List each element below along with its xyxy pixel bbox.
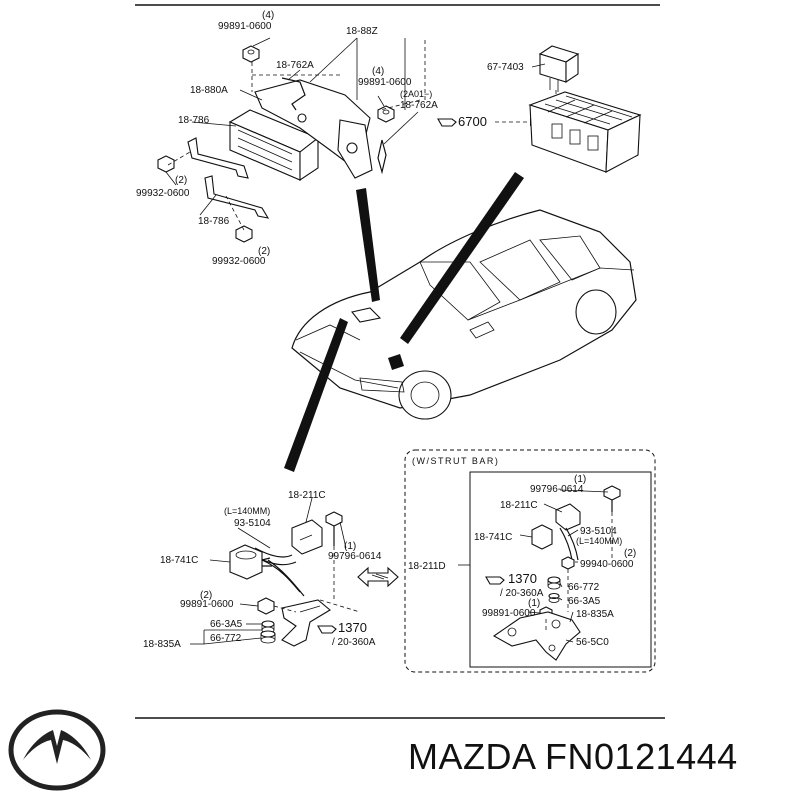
label-r-sensor-211c: 18-211C bbox=[500, 500, 538, 511]
nut-99891-icon bbox=[257, 597, 275, 615]
label-bracket-786: 18-786 bbox=[178, 115, 210, 126]
label-nut-top: 99891-0600 bbox=[218, 21, 272, 32]
pointer-to-relay bbox=[400, 172, 524, 344]
bottom-left-labels: 18-211C (L=140MM) 93-5104 (1) 99796-0614… bbox=[143, 490, 382, 650]
label-r-part-3a5: 66-3A5 bbox=[568, 596, 601, 607]
sensor-211c-r bbox=[555, 503, 581, 531]
label-hose-5104: 93-5104 bbox=[234, 518, 271, 529]
relay-location-marker bbox=[388, 354, 404, 370]
relay-fuse-box bbox=[528, 45, 642, 173]
label-r-ref-1370: 1370 bbox=[508, 571, 537, 586]
label-r-nut-qty2: (1) bbox=[528, 598, 540, 609]
label-r-solenoid-741c: 18-741C bbox=[474, 532, 512, 543]
label-nut-mid-qty: (4) bbox=[372, 66, 384, 77]
label-sensor-211c: 18-211C bbox=[288, 490, 326, 501]
clip-762a-right bbox=[377, 139, 387, 175]
label-r-part-772: 66-772 bbox=[568, 582, 600, 593]
nut-mid-icon bbox=[377, 105, 395, 123]
label-part-772: 66-772 bbox=[210, 633, 242, 644]
top-left-labels: (4) 99891-0600 18-88Z 18-762A (4) 99891-… bbox=[136, 10, 438, 267]
sensor-211c bbox=[291, 519, 323, 555]
ecu-main-bracket bbox=[254, 79, 373, 179]
label-group-88z: 18-88Z bbox=[346, 26, 378, 37]
ecu-location-marker bbox=[351, 307, 382, 323]
label-code-2a01: (2A01−) bbox=[400, 89, 432, 99]
solenoid-741c bbox=[229, 544, 272, 580]
bottom-right-labels: (W/STRUT BAR) (1) 99796-0614 18-211C 93-… bbox=[408, 456, 636, 648]
label-r-bolt-qty: (1) bbox=[574, 474, 586, 485]
brand-name: MAZDA bbox=[408, 736, 535, 777]
strut-bar-variant bbox=[404, 449, 656, 673]
hand-pointer-icon bbox=[317, 625, 337, 634]
solenoid-741c-r bbox=[531, 524, 553, 550]
bolt-99796-r-icon bbox=[603, 485, 621, 512]
label-clip-762a-2: 18-762A bbox=[400, 100, 438, 111]
pointer-to-sensor bbox=[284, 318, 348, 472]
label-ref-360a: / 20-360A bbox=[332, 637, 376, 648]
top-right-labels: 67-7403 6700 bbox=[437, 62, 546, 129]
clip-762a-top bbox=[281, 77, 306, 111]
interchange-arrow bbox=[357, 566, 399, 588]
label-nut-qty: (2) bbox=[200, 590, 212, 601]
label-bolt-qty: (1) bbox=[344, 541, 356, 552]
bracket-786-lower bbox=[204, 175, 270, 219]
label-length-note: (L=140MM) bbox=[224, 506, 270, 516]
label-bracket-835a: 18-835A bbox=[143, 639, 181, 650]
label-nut-top-qty: (4) bbox=[262, 10, 274, 21]
label-bolt-qty-1: (2) bbox=[175, 175, 187, 186]
hose-5104-r bbox=[559, 527, 579, 561]
label-r-length-note: (L=140MM) bbox=[576, 536, 622, 546]
strut-bar-inner-box bbox=[469, 471, 652, 668]
label-clip-762a: 18-762A bbox=[276, 60, 314, 71]
ecu-unit bbox=[228, 109, 320, 182]
bracket-786-upper bbox=[187, 137, 249, 179]
label-r-bracket-835a: 18-835A bbox=[576, 609, 614, 620]
label-part-3a5: 66-3A5 bbox=[210, 619, 243, 630]
label-bracket-786-2: 18-786 bbox=[198, 216, 230, 227]
label-ref-1370: 1370 bbox=[338, 620, 367, 635]
bolt-99796-icon bbox=[325, 511, 343, 546]
label-ecu-880a: 18-880A bbox=[190, 85, 228, 96]
solenoid-assembly bbox=[190, 497, 361, 647]
relay-icon bbox=[538, 45, 580, 92]
label-nut: 99891-0600 bbox=[180, 599, 234, 610]
label-ref-6700: 6700 bbox=[458, 114, 487, 129]
label-bolt: 99796-0614 bbox=[328, 551, 382, 562]
ecu-assembly bbox=[157, 37, 540, 243]
label-r-bolt: 99796-0614 bbox=[530, 484, 584, 495]
label-solenoid-741c: 18-741C bbox=[160, 555, 198, 566]
label-r-nut-891: 99891-0600 bbox=[482, 608, 536, 619]
nut-99940-icon bbox=[561, 556, 575, 570]
label-bolt-1: 99932-0600 bbox=[136, 188, 190, 199]
label-r-hose-5104: 93-5104 bbox=[580, 526, 617, 537]
hand-pointer-icon bbox=[485, 576, 505, 585]
label-bolt-qty-2: (2) bbox=[258, 246, 270, 257]
strut-bar-bracket bbox=[492, 611, 581, 661]
fuse-box bbox=[528, 91, 642, 173]
label-nut-mid: 99891-0600 bbox=[358, 77, 412, 88]
label-r-group-211d: 18-211D bbox=[408, 561, 446, 572]
bracket-835a bbox=[281, 599, 331, 647]
label-box-title: (W/STRUT BAR) bbox=[412, 456, 499, 466]
grommet-3a5-r bbox=[548, 592, 560, 603]
car-illustration bbox=[291, 209, 637, 420]
part-number: FN0121444 bbox=[545, 736, 738, 777]
pointer-to-ecu bbox=[356, 188, 380, 302]
label-relay: 67-7403 bbox=[487, 62, 524, 73]
collar-772-r bbox=[547, 576, 561, 590]
bolt-99932-upper-icon bbox=[157, 155, 175, 173]
nut-top-icon bbox=[242, 45, 260, 63]
collar-772 bbox=[260, 630, 276, 644]
label-r-nut-qty: (2) bbox=[624, 548, 636, 559]
label-r-ref-360a: / 20-360A bbox=[500, 588, 544, 599]
hand-pointer-icon bbox=[437, 118, 457, 127]
label-bolt-2: 99932-0600 bbox=[212, 256, 266, 267]
bolt-99932-lower-icon bbox=[235, 225, 253, 243]
label-r-nut-9940: 99940-0600 bbox=[580, 559, 634, 570]
strut-bar-outer-box bbox=[404, 449, 656, 673]
label-r-part-5c0: 56-5C0 bbox=[576, 637, 609, 648]
mazda-logo-icon bbox=[8, 709, 106, 791]
brand-part-number: MAZDA FN0121444 bbox=[408, 736, 738, 778]
